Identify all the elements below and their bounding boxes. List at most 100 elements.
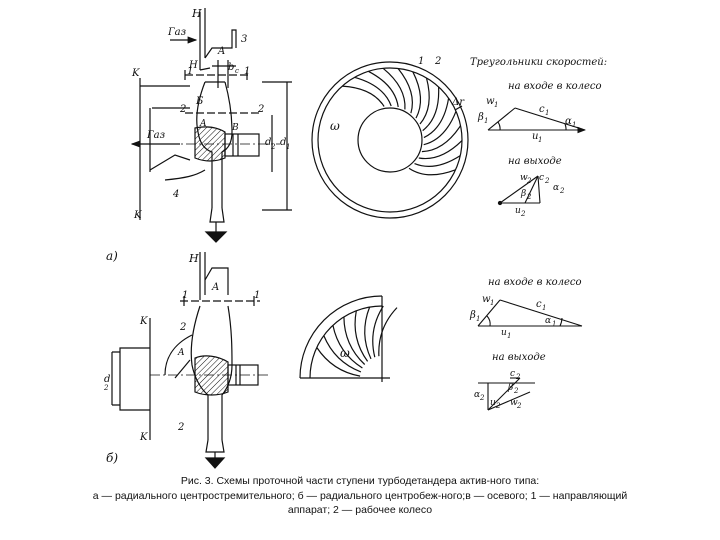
label-bc-sub: c xyxy=(235,67,239,75)
caption-line-2: а — радиального центростремительного; б … xyxy=(92,489,628,502)
wheel-blade xyxy=(397,68,413,114)
beta1-lower: β xyxy=(469,310,476,321)
label-1-left: 1 xyxy=(187,66,193,77)
wheel-blade-lower xyxy=(343,316,366,365)
omega-label-lower: ω xyxy=(340,346,350,360)
gas-inlet-label: Газ xyxy=(167,27,186,38)
beta1-upper: β xyxy=(477,112,484,123)
label-1-lower-right: 1 xyxy=(254,290,260,301)
svg-text:2: 2 xyxy=(559,187,565,195)
label-1-lower-left: 1 xyxy=(182,290,188,301)
wheel-blade xyxy=(422,86,440,132)
svg-text:1: 1 xyxy=(552,320,556,328)
part-label-b: б) xyxy=(106,451,118,465)
svg-text:1: 1 xyxy=(490,299,494,307)
label-d2-lower: d xyxy=(104,374,110,385)
c1-lower: c xyxy=(536,299,542,310)
label-2-right: 2 xyxy=(257,104,264,115)
svg-text:2: 2 xyxy=(479,394,485,402)
caption-line-3: аппарат; 2 — рабочее колесо xyxy=(287,504,433,516)
beta2-lower: β xyxy=(507,383,513,393)
svg-text:1: 1 xyxy=(542,304,546,312)
wheel-blade xyxy=(418,140,463,160)
wheel-blade-lower xyxy=(323,335,362,373)
label-2-lower-bottom: 2 xyxy=(177,422,184,433)
wheel-blade xyxy=(382,67,406,110)
svg-text:2: 2 xyxy=(520,210,526,218)
svg-text:2: 2 xyxy=(515,373,521,381)
label-2-lower-top: 2 xyxy=(179,322,186,333)
wheel-blade-lower xyxy=(364,306,372,360)
outlet-title-lower: на выходе xyxy=(492,352,546,363)
label-A-lower-top: A xyxy=(211,282,219,293)
u2-upper: u xyxy=(515,206,521,216)
label-2-left: 2 xyxy=(179,104,186,115)
label-bc: b xyxy=(228,62,234,73)
radial-outflow-stage-section xyxy=(111,252,270,469)
u1-upper: u xyxy=(532,131,538,142)
w1-upper: w xyxy=(486,96,495,107)
part-label-a: а) xyxy=(106,249,118,263)
alpha2-lower: α xyxy=(474,390,480,400)
upper-velocity-triangles: Треугольники скоростей: на входе в колес… xyxy=(470,57,607,218)
inlet-title-lower: на входе в колесо xyxy=(488,277,582,288)
alpha2-upper: α xyxy=(553,183,559,193)
wheel-blade-lower xyxy=(372,305,384,358)
c1-upper: c xyxy=(539,104,545,115)
label-d2: d xyxy=(265,137,271,148)
turboexpander-stage-figure: H Газ A 3 H 1 1 b c K Б 2 2 A B Газ d 2 … xyxy=(103,7,607,469)
label-H-top: H xyxy=(191,7,202,20)
wheel-blade-lower xyxy=(332,325,363,369)
radial-wheel-quarter-view xyxy=(299,295,398,382)
svg-text:1: 1 xyxy=(494,101,498,109)
label-4: 4 xyxy=(172,189,179,200)
omega-label-upper: ω xyxy=(330,119,340,133)
alpha1-lower: α xyxy=(545,316,551,326)
wheel-blade xyxy=(423,111,457,146)
wheel-label-1: 1 xyxy=(418,56,424,67)
label-d2-sub: 2 xyxy=(270,143,276,151)
wheel-blade xyxy=(421,125,462,153)
svg-text:1: 1 xyxy=(484,117,488,125)
wheel-blade xyxy=(414,155,461,167)
svg-text:2: 2 xyxy=(516,402,522,410)
svg-text:1: 1 xyxy=(476,315,480,323)
label-A-lower-hub: A xyxy=(177,348,185,358)
label-H-lower: H xyxy=(188,252,199,265)
inlet-title-upper: на входе в колесо xyxy=(508,81,602,92)
svg-text:2: 2 xyxy=(526,177,532,185)
wheel-blades-lower xyxy=(316,305,398,377)
svg-text:2: 2 xyxy=(495,402,501,410)
outlet-title-upper: на выходе xyxy=(508,156,562,167)
label-A-hub: A xyxy=(199,119,207,129)
svg-text:2: 2 xyxy=(544,177,550,185)
wheel-blade xyxy=(423,98,450,139)
c2-lower: c xyxy=(510,369,515,379)
wheel-blade-lower xyxy=(354,310,369,362)
label-d1-sub: 1 xyxy=(286,143,290,151)
label-K-top: K xyxy=(131,68,140,79)
wheel-blade xyxy=(419,77,430,125)
w2-upper: w xyxy=(520,173,528,183)
caption-line-1: Рис. 3. Схемы проточной части ступени ту… xyxy=(180,475,540,487)
label-1-right: 1 xyxy=(244,66,250,77)
w1-lower: w xyxy=(482,294,491,305)
label-B: Б xyxy=(195,96,204,107)
label-K-lower-top: K xyxy=(139,316,148,327)
label-V: B xyxy=(231,123,239,133)
gas-outlet-label: Газ xyxy=(146,130,165,141)
u1-lower: u xyxy=(501,328,507,338)
u2-lower: u xyxy=(490,398,496,408)
lower-wheel-labels: ω xyxy=(340,346,350,360)
svg-text:2: 2 xyxy=(103,384,109,392)
label-A-top: A xyxy=(217,46,225,57)
svg-text:1: 1 xyxy=(572,121,576,129)
wheel-blade xyxy=(368,70,399,108)
label-d1: d xyxy=(280,137,286,148)
label-3: 3 xyxy=(241,34,247,45)
c2-upper: c xyxy=(539,173,544,183)
delta-r-label: Δr xyxy=(451,97,465,108)
svg-text:1: 1 xyxy=(545,109,549,117)
label-K-bottom: K xyxy=(133,210,142,221)
beta2-upper: β xyxy=(520,189,526,199)
